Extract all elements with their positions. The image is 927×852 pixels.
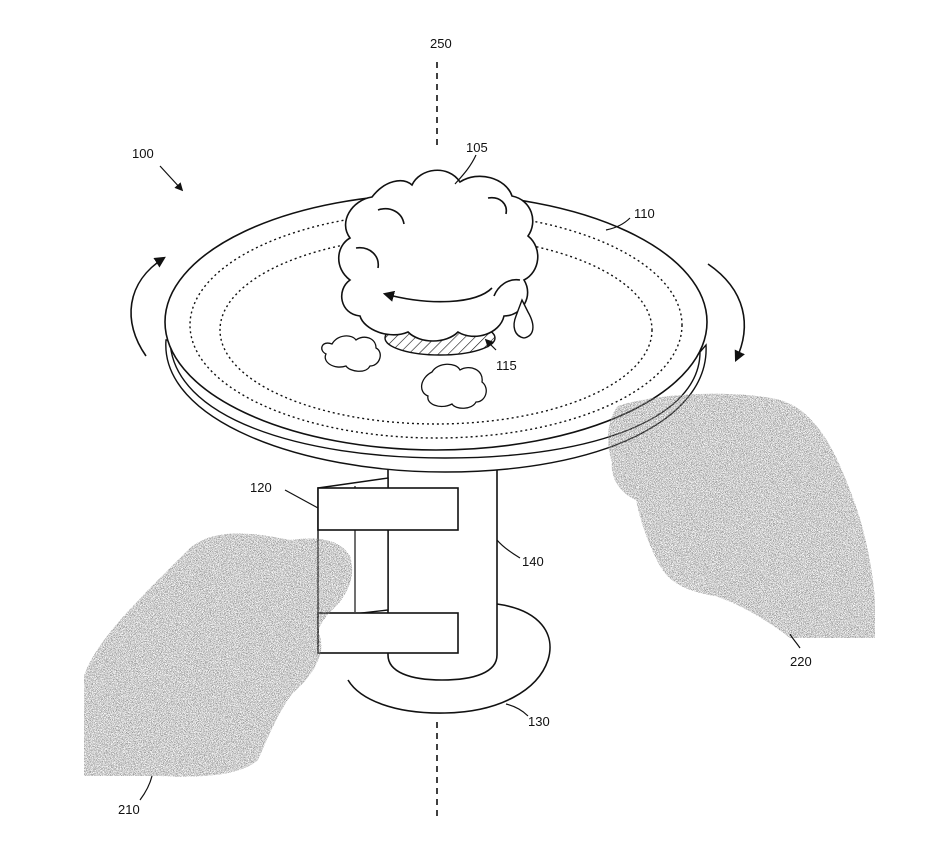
right-hand: [608, 393, 875, 638]
clamp: [317, 477, 459, 654]
label-plate: 110: [634, 206, 655, 221]
label-left-hand: 210: [118, 802, 140, 817]
label-device: 100: [132, 146, 154, 161]
leader-lines: [139, 154, 801, 801]
food-piece-left: [321, 335, 381, 372]
label-base-pad: 115: [496, 358, 517, 373]
label-column: 140: [522, 554, 544, 569]
food-item: [337, 169, 539, 342]
rotation-arrow-left: [130, 256, 166, 357]
label-axis: 250: [430, 36, 452, 51]
label-right-hand: 220: [790, 654, 812, 669]
food-piece-right: [421, 363, 487, 409]
label-food: 105: [466, 140, 488, 155]
rotation-arrow-right: [707, 263, 746, 363]
foot-disc: [347, 603, 551, 714]
label-foot: 130: [528, 714, 550, 729]
left-hand: [84, 533, 353, 777]
label-clamp: 120: [250, 480, 272, 495]
